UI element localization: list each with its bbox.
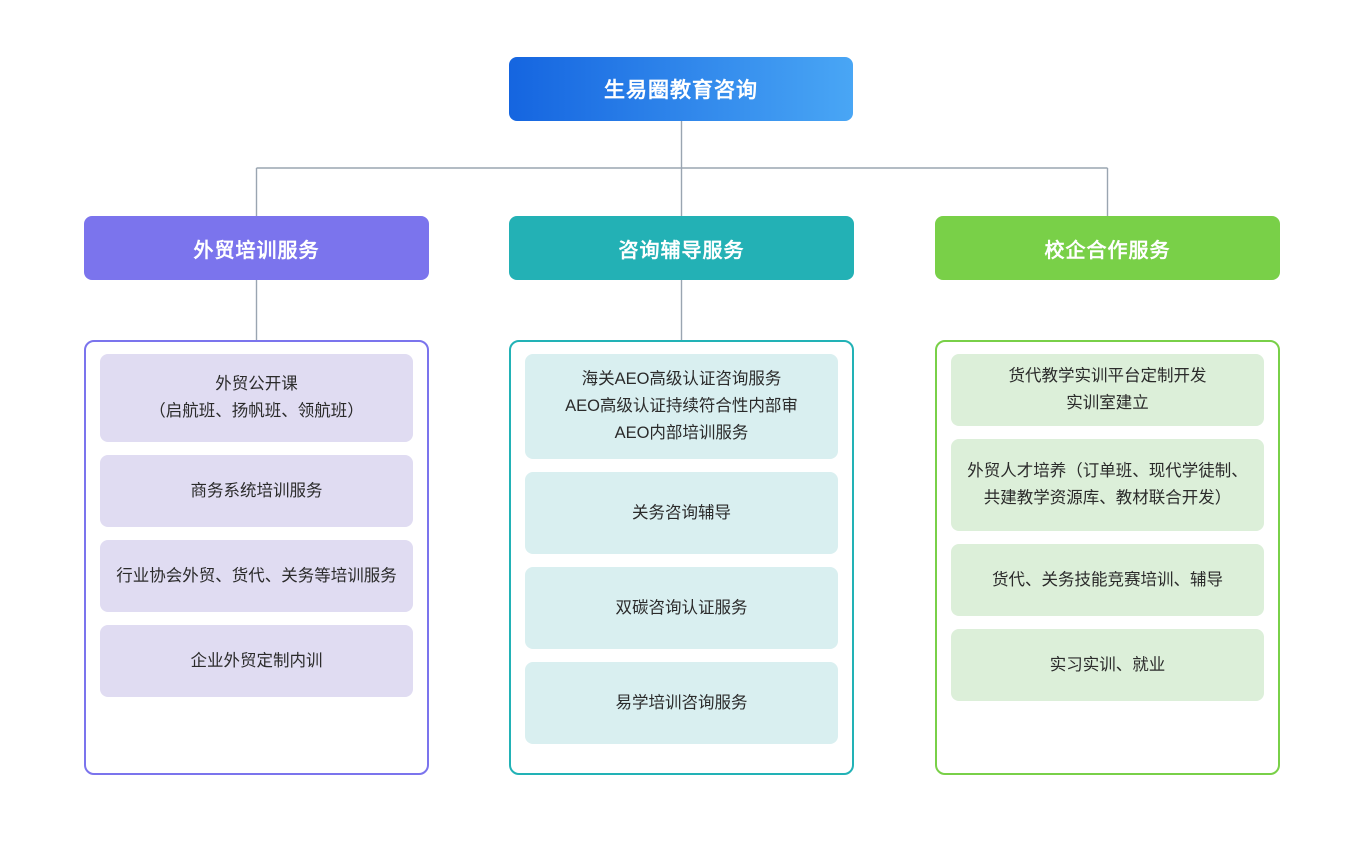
list-item[interactable]: 易学培训咨询服务 (525, 662, 838, 744)
branch-header-label: 外贸培训服务 (193, 239, 320, 262)
list-item-label: 行业协会外贸、货代、关务等培训服务 (116, 566, 397, 585)
root-node[interactable]: 生易圈教育咨询 (509, 57, 853, 121)
list-item[interactable]: 货代、关务技能竞赛培训、辅导 (951, 544, 1264, 616)
list-item[interactable]: 实习实训、就业 (951, 629, 1264, 701)
list-item-label: 双碳咨询认证服务 (615, 598, 748, 617)
branch-body-school-enterprise-cooperation: 货代教学实训平台定制开发 实训室建立 外贸人才培养（订单班、现代学徒制、共建教学… (935, 340, 1280, 775)
list-item-label: 货代、关务技能竞赛培训、辅导 (992, 570, 1223, 589)
list-item[interactable]: 双碳咨询认证服务 (525, 567, 838, 649)
branch-header-consulting-tutoring[interactable]: 咨询辅导服务 (509, 216, 854, 280)
list-item-label: 企业外贸定制内训 (190, 651, 323, 670)
list-item[interactable]: 企业外贸定制内训 (100, 625, 413, 697)
list-item-label: 外贸人才培养（订单班、现代学徒制、共建教学资源库、教材联合开发） (967, 462, 1248, 507)
list-item-label: 外贸公开课 （启航班、扬帆班、领航班） (149, 375, 364, 420)
list-item[interactable]: 货代教学实训平台定制开发 实训室建立 (951, 354, 1264, 426)
list-item-label: 货代教学实训平台定制开发 实训室建立 (1008, 367, 1207, 412)
branch-header-label: 校企合作服务 (1044, 239, 1171, 262)
branch-column-foreign-trade-training: 外贸培训服务 外贸公开课 （启航班、扬帆班、领航班） 商务系统培训服务 行业协会… (84, 216, 429, 775)
list-item-label: 海关AEO高级认证咨询服务 AEO高级认证持续符合性内部审 AEO内部培训服务 (565, 370, 798, 442)
list-item[interactable]: 外贸人才培养（订单班、现代学徒制、共建教学资源库、教材联合开发） (951, 439, 1264, 531)
branch-column-consulting-tutoring: 咨询辅导服务 海关AEO高级认证咨询服务 AEO高级认证持续符合性内部审 AEO… (509, 216, 854, 775)
branch-header-label: 咨询辅导服务 (618, 239, 745, 262)
branch-body-foreign-trade-training: 外贸公开课 （启航班、扬帆班、领航班） 商务系统培训服务 行业协会外贸、货代、关… (84, 340, 429, 775)
list-item[interactable]: 关务咨询辅导 (525, 472, 838, 554)
list-item[interactable]: 海关AEO高级认证咨询服务 AEO高级认证持续符合性内部审 AEO内部培训服务 (525, 354, 838, 459)
branch-column-school-enterprise-cooperation: 校企合作服务 货代教学实训平台定制开发 实训室建立 外贸人才培养（订单班、现代学… (935, 216, 1280, 775)
root-node-label: 生易圈教育咨询 (604, 79, 758, 102)
list-item-label: 易学培训咨询服务 (615, 693, 748, 712)
branch-header-school-enterprise-cooperation[interactable]: 校企合作服务 (935, 216, 1280, 280)
branch-header-foreign-trade-training[interactable]: 外贸培训服务 (84, 216, 429, 280)
list-item[interactable]: 外贸公开课 （启航班、扬帆班、领航班） (100, 354, 413, 442)
list-item-label: 实习实训、就业 (1049, 655, 1166, 674)
list-item[interactable]: 行业协会外贸、货代、关务等培训服务 (100, 540, 413, 612)
list-item-label: 商务系统培训服务 (190, 481, 323, 500)
list-item-label: 关务咨询辅导 (632, 503, 731, 522)
branch-body-consulting-tutoring: 海关AEO高级认证咨询服务 AEO高级认证持续符合性内部审 AEO内部培训服务 … (509, 340, 854, 775)
list-item[interactable]: 商务系统培训服务 (100, 455, 413, 527)
